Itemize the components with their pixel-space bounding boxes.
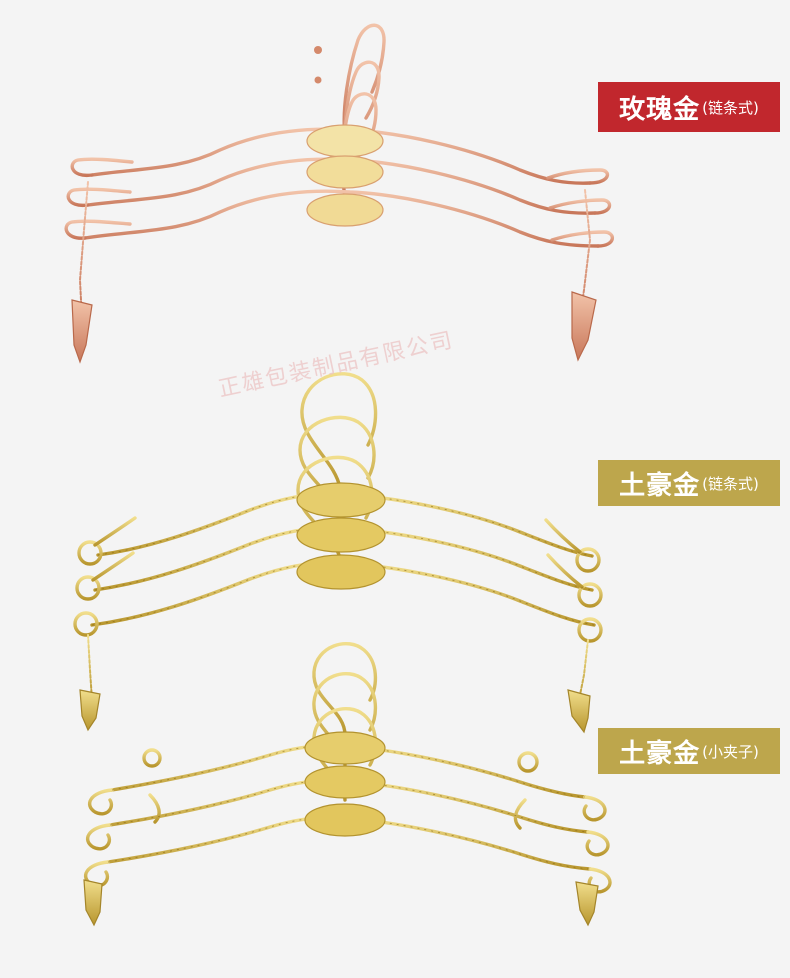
gold-small-clip-right-icon — [575, 881, 599, 927]
label-rose-gold-main: 玫瑰金 — [619, 94, 701, 125]
label-gold-clip: 土豪金 (小夹子) — [598, 728, 780, 774]
label-gold-chain-main: 土豪金 — [619, 470, 701, 501]
label-rose-gold: 玫瑰金 (链条式) — [598, 82, 780, 132]
label-gold-clip-sub: (小夹子) — [702, 742, 759, 761]
label-gold-chain-sub: (链条式) — [702, 474, 759, 493]
gold-small-clip-left-icon — [83, 879, 103, 927]
rose-clip-left-icon — [71, 299, 93, 364]
rose-clip-right-icon — [571, 291, 597, 362]
gold-clip-plate-icon — [304, 731, 386, 837]
gold-clip-right-icon — [567, 689, 591, 734]
label-gold-clip-main: 土豪金 — [619, 738, 701, 769]
rose-plate-icon — [306, 124, 384, 227]
label-gold-chain: 土豪金 (链条式) — [598, 460, 780, 506]
label-rose-gold-sub: (链条式) — [702, 98, 759, 117]
gold-clip-left-icon — [79, 689, 101, 732]
gold-plate-icon — [296, 482, 386, 590]
rose-gold-hanger-chain-icon — [64, 23, 614, 331]
